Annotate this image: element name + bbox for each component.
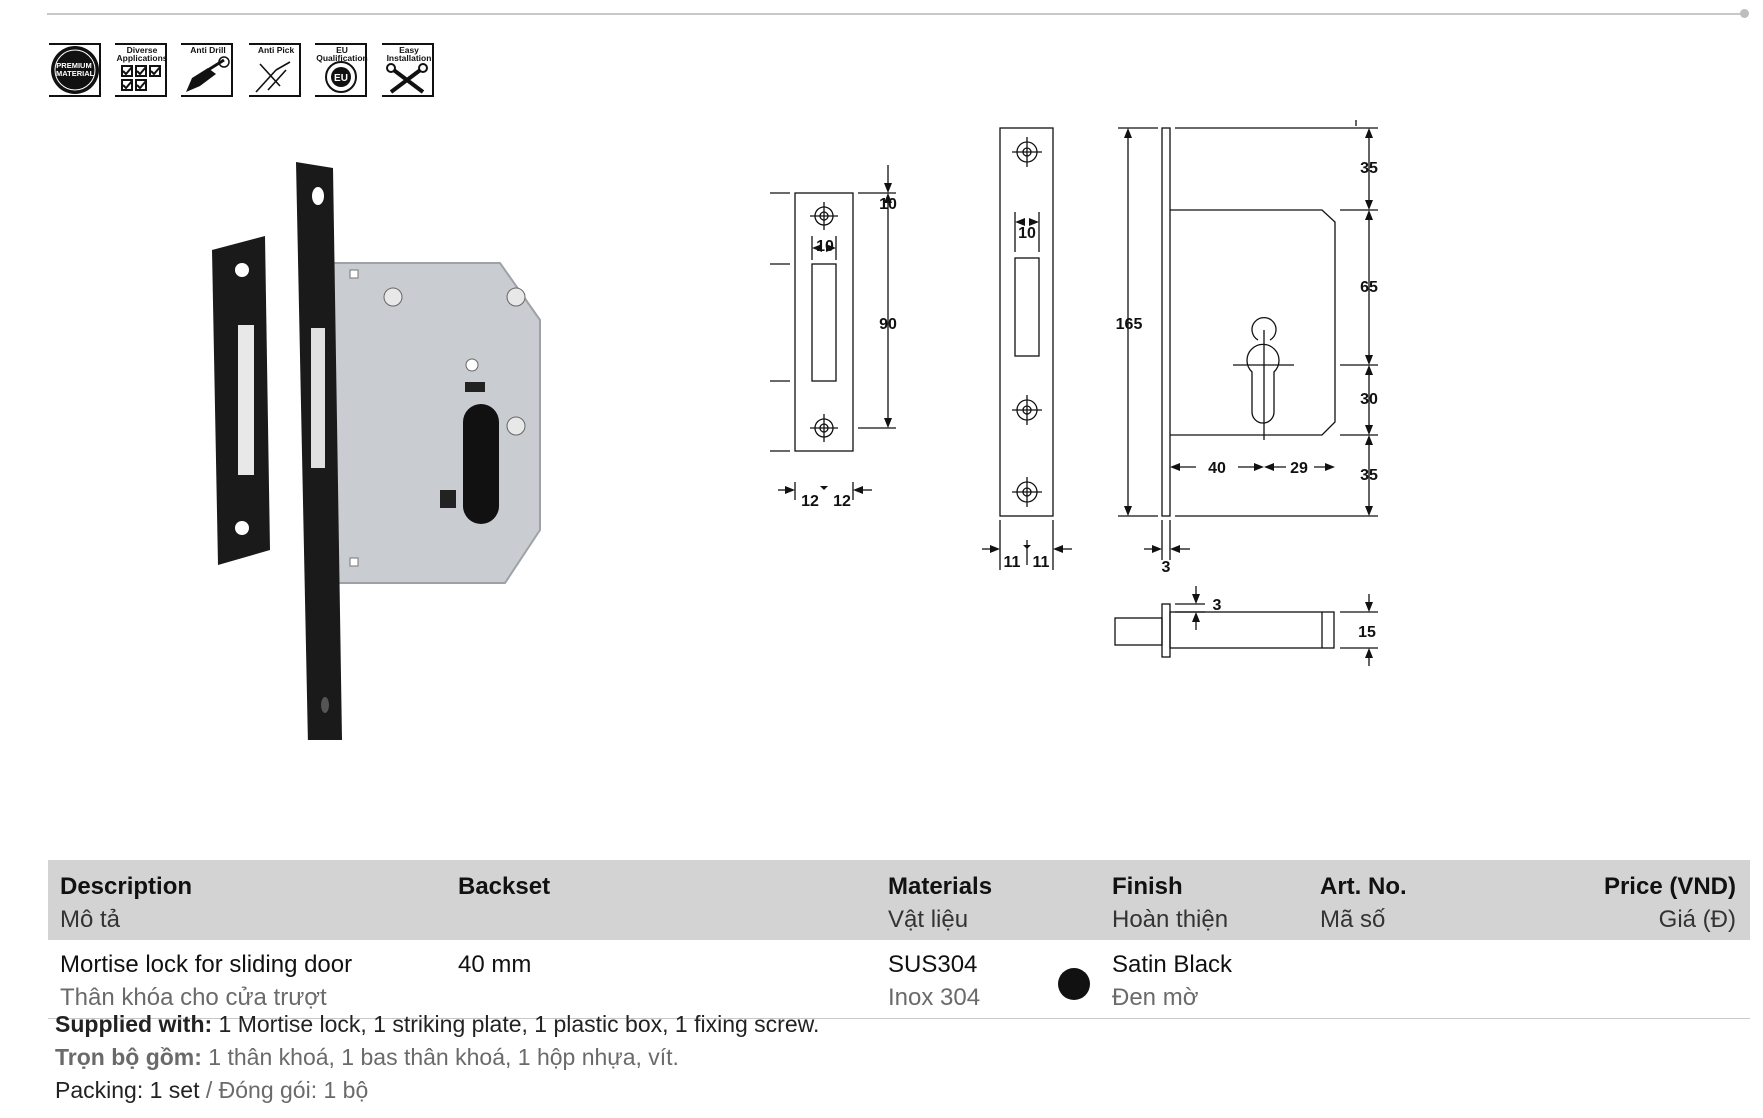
dim-bolt-height: 15 — [1358, 624, 1376, 641]
dim-strike-half-b: 12 — [833, 493, 851, 510]
product-photo — [210, 160, 570, 740]
cell-materials: SUS304 Inox 304 — [888, 951, 981, 1011]
dim-plate: 3 — [1162, 559, 1171, 576]
eu-qualification-icon: EU EU Qualification — [312, 40, 370, 100]
easy-installation-icon: Easy Installation — [379, 40, 437, 100]
dim-side-b: 65 — [1360, 279, 1378, 296]
dim-side-d: 35 — [1360, 467, 1378, 484]
table-header: Description Mô tả Backset Materials Vật … — [48, 860, 1750, 940]
header-price: Price (VND) Giá (Đ) — [1603, 873, 1736, 933]
top-rule — [47, 13, 1747, 15]
dim-backset: 40 — [1208, 460, 1226, 477]
header-art-no: Art. No. Mã số — [1320, 873, 1407, 933]
anti-pick-icon: Anti Pick — [246, 40, 304, 100]
eu-text: EU — [334, 73, 348, 84]
dim-bolt-thickness: 3 — [1213, 597, 1222, 614]
dim-side-c: 30 — [1360, 391, 1378, 408]
dim-to-center: 29 — [1290, 460, 1308, 477]
header-backset: Backset — [458, 873, 551, 900]
badge-label: Diverse Applications — [116, 45, 168, 63]
product-table: Description Mô tả Backset Materials Vật … — [48, 860, 1750, 1019]
badge-label: Anti Pick — [257, 45, 295, 55]
finish-color-swatch — [1058, 968, 1090, 1000]
dim-strike-width-top: 10 — [879, 196, 897, 213]
cell-description: Mortise lock for sliding door Thân khóa … — [60, 951, 353, 1011]
technical-drawing: 165 30 50 10 10 90 12 12 10 11 11 165 35… — [770, 120, 1378, 666]
badge-label: Easy Installation — [386, 45, 432, 63]
tron-bo-gom-line: Trọn bộ gồm: 1 thân khoá, 1 bas thân kho… — [55, 1044, 679, 1070]
header-finish: Finish Hoàn thiện — [1112, 873, 1229, 933]
dim-front-half-a: 11 — [1004, 554, 1021, 571]
top-rule-end-dot — [1740, 9, 1749, 18]
header-description: Description Mô tả — [60, 873, 193, 933]
cell-backset: 40 mm — [458, 951, 532, 978]
supplied-with-line: Supplied with: 1 Mortise lock, 1 strikin… — [55, 1011, 820, 1037]
cell-finish: Satin Black Đen mờ — [1112, 951, 1233, 1011]
dim-front-slot: 10 — [1018, 225, 1036, 242]
dim-side-a: 35 — [1360, 160, 1378, 177]
header-materials: Materials Vật liệu — [888, 873, 993, 933]
dim-strike-half-a: 12 — [801, 493, 819, 510]
dim-front-half-b: 11 — [1033, 554, 1050, 571]
dim-strike-span: 90 — [879, 316, 897, 333]
dim-strike-inner: 10 — [816, 238, 834, 255]
badge-label: Anti Drill — [190, 45, 226, 55]
premium-material-icon: PREMIUM MATERIAL — [46, 40, 104, 100]
packing-line: Packing: 1 set / Đóng gói: 1 bộ — [55, 1077, 369, 1103]
anti-drill-icon: Anti Drill — [178, 40, 236, 100]
dim-side-height: 165 — [1116, 316, 1143, 333]
badge-label: EU Qualification — [316, 45, 368, 63]
supply-notes: Supplied with: 1 Mortise lock, 1 strikin… — [55, 1008, 819, 1107]
table-row: Mortise lock for sliding door Thân khóa … — [48, 940, 1750, 1019]
diverse-applications-icon: Diverse Applications — [112, 40, 170, 100]
badge-label: PREMIUM MATERIAL — [56, 61, 95, 78]
